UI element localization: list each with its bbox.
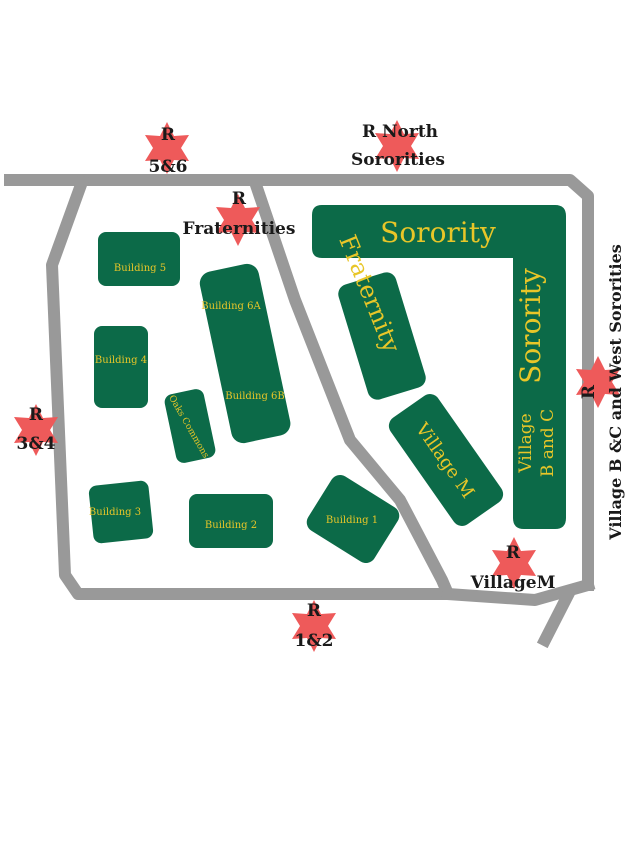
village-bc-label-line1: Village xyxy=(516,413,536,473)
building-2-label: Building 2 xyxy=(205,520,257,531)
marker-r56-line1: R xyxy=(161,125,176,145)
village-m-building[interactable] xyxy=(385,390,507,530)
marker-r12-line1: R xyxy=(307,601,322,621)
marker-r12[interactable]: R 1&2 xyxy=(292,600,336,652)
village-bc-label-line2: B and C xyxy=(538,409,558,477)
road-southeast xyxy=(441,577,596,649)
marker-r-village-m[interactable]: R VillageM xyxy=(470,537,556,593)
marker-r-north-line1: R North xyxy=(362,122,438,142)
marker-r-frat-line2: Fraternities xyxy=(183,219,296,239)
marker-r-village-m-line2: VillageM xyxy=(470,573,556,593)
marker-r-north-line2: Sororities xyxy=(351,150,445,170)
marker-r-village-bc-line1: R xyxy=(579,384,599,399)
marker-r34[interactable]: R 3&4 xyxy=(14,404,58,456)
marker-r34-line1: R xyxy=(29,405,44,425)
marker-r-village-m-line1: R xyxy=(506,543,521,563)
fraternity-building[interactable] xyxy=(336,270,428,402)
marker-r-frat-line1: R xyxy=(232,189,247,209)
marker-r-fraternities[interactable]: R Fraternities xyxy=(183,189,296,246)
building-3-label: Building 3 xyxy=(89,507,141,518)
building-5-label: Building 5 xyxy=(114,263,166,274)
sorority-top-label: Sorority xyxy=(380,216,496,249)
buildings xyxy=(88,205,566,567)
building-6[interactable] xyxy=(198,262,293,446)
marker-r56[interactable]: R 5&6 xyxy=(145,122,189,177)
marker-r12-line2: 1&2 xyxy=(294,631,333,651)
road-west-loop xyxy=(46,174,454,600)
marker-r-village-bc[interactable]: R Village B &C and West Sororities xyxy=(576,244,625,541)
building-6b-label: Building 6B xyxy=(225,391,285,402)
marker-r-north[interactable]: R North Sororities xyxy=(351,120,445,172)
building-1-label: Building 1 xyxy=(326,515,378,526)
building-5[interactable] xyxy=(98,232,180,286)
marker-r56-line2: 5&6 xyxy=(148,157,187,177)
building-4[interactable] xyxy=(94,326,148,408)
marker-r34-line2: 3&4 xyxy=(16,434,55,454)
building-3[interactable] xyxy=(88,480,154,544)
building-2[interactable] xyxy=(189,494,273,548)
building-4-label: Building 4 xyxy=(95,355,147,366)
oaks-commons-building[interactable] xyxy=(163,388,217,465)
building-1[interactable] xyxy=(303,471,403,567)
sorority-right-label: Sorority xyxy=(514,268,547,384)
sorority-building[interactable] xyxy=(312,205,566,529)
building-6a-label: Building 6A xyxy=(201,301,261,312)
marker-r-village-bc-line2: Village B &C and West Sororities xyxy=(606,244,625,541)
